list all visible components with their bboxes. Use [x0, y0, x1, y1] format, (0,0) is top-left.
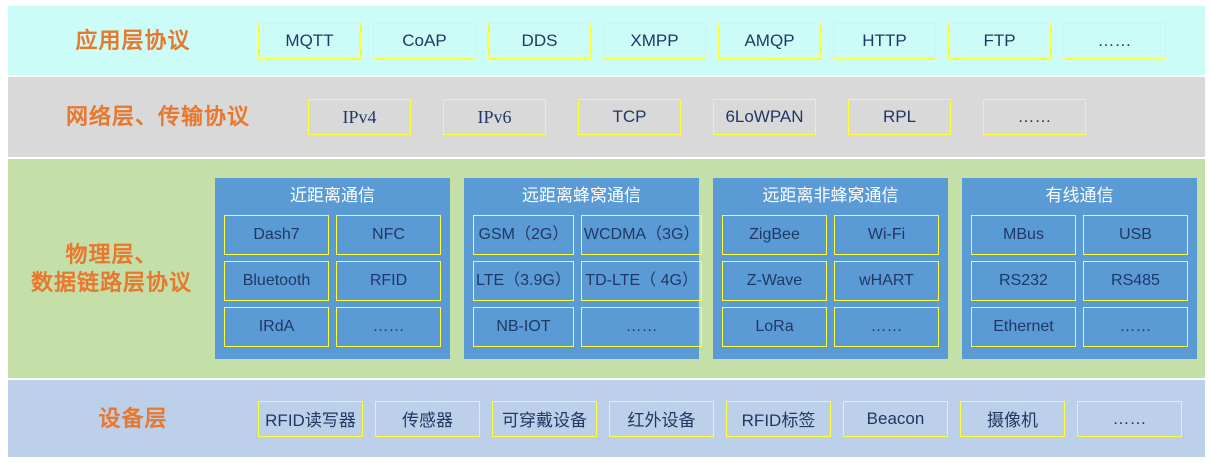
tech-chip-line1: Wi-Fi [867, 226, 906, 244]
group-title-long-range-cellular: 远距离蜂窝通信 [522, 186, 641, 205]
tech-chip-line1: Bluetooth [242, 272, 311, 290]
layer-label-device: 设备层 [98, 405, 168, 431]
tech-chip-more[interactable]: …… [336, 307, 441, 347]
tech-chip-lte[interactable]: LTE（3.9G） [473, 261, 574, 301]
tech-chip-whart[interactable]: wHART [834, 261, 939, 301]
tech-chip-bluetooth[interactable]: Bluetooth [224, 261, 329, 301]
tech-chip-line1: IRdA [258, 318, 295, 336]
device-chip-sensor[interactable]: 传感器 [375, 400, 480, 437]
device-list: RFID读写器 传感器 可穿戴设备 红外设备 RFID标签 Beacon 摄像机… [258, 400, 1205, 437]
layer-label-application: 应用层协议 [75, 27, 191, 53]
device-chip-rfid-reader[interactable]: RFID读写器 [258, 400, 363, 437]
tech-chip-line1: NB-IOT [496, 318, 551, 336]
layer-label-network-transport: 网络层、传输协议 [65, 104, 250, 130]
tech-chip-more[interactable]: …… [580, 307, 703, 347]
tech-chip-line1: MBus [1003, 226, 1044, 244]
tech-chip-line1: USB [1119, 226, 1152, 244]
tech-chip-gsm[interactable]: GSM（2G） [473, 215, 574, 255]
tech-chip-more[interactable]: …… [1083, 307, 1188, 347]
group-title-wired: 有线通信 [1045, 186, 1114, 205]
protocol-chip-coap[interactable]: CoAP [373, 22, 476, 59]
tech-chip-rs485[interactable]: RS485 [1083, 261, 1188, 301]
group-grid-long-range-cellular: GSM（2G） WCDMA（3G） LTE（3.9G） TD-LTE（ 4G） … [473, 215, 703, 347]
tech-chip-line1: GSM（2G） [478, 226, 569, 244]
device-chip-rfid-tag[interactable]: RFID标签 [726, 400, 831, 437]
tech-chip-usb[interactable]: USB [1083, 215, 1188, 255]
protocol-chip-amqp[interactable]: AMQP [718, 22, 821, 59]
protocol-chip-6lowpan[interactable]: 6LoWPAN [713, 99, 816, 135]
tech-chip-line1: Ethernet [993, 318, 1054, 336]
tech-chip-line1: …… [870, 318, 903, 336]
group-grid-wired: MBus USB RS232 RS485 Ethernet …… [971, 215, 1188, 347]
tech-chip-more[interactable]: …… [834, 307, 939, 347]
group-title-short-range: 近距离通信 [290, 186, 375, 205]
group-title-long-range-non-cellular: 远距离非蜂窝通信 [762, 186, 899, 205]
protocol-chip-more[interactable]: …… [1063, 22, 1166, 59]
tech-chip-ethernet[interactable]: Ethernet [971, 307, 1076, 347]
tech-chip-line1: NFC [372, 226, 405, 244]
tech-chip-line1: Dash7 [253, 226, 300, 244]
device-chip-more[interactable]: …… [1077, 400, 1182, 437]
tech-chip-nfc[interactable]: NFC [336, 215, 441, 255]
layer-application: 应用层协议 MQTT CoAP DDS XMPP AMQP HTTP FTP …… [8, 6, 1205, 75]
tech-chip-line1: RFID [369, 272, 408, 290]
physical-group-list: 近距离通信 Dash7 NFC Bluetooth RFID IRdA …… 远… [215, 178, 1205, 359]
tech-chip-line2: （3G） [646, 226, 700, 244]
layer-device: 设备层 RFID读写器 传感器 可穿戴设备 红外设备 RFID标签 Beacon… [8, 380, 1205, 457]
tech-chip-line1: RS232 [999, 272, 1048, 290]
tech-chip-mbus[interactable]: MBus [971, 215, 1076, 255]
tech-chip-line1: wHART [859, 272, 914, 290]
device-chip-wearable[interactable]: 可穿戴设备 [492, 400, 597, 437]
application-protocol-list: MQTT CoAP DDS XMPP AMQP HTTP FTP …… [258, 22, 1205, 59]
tech-chip-dash7[interactable]: Dash7 [224, 215, 329, 255]
group-long-range-cellular: 远距离蜂窝通信 GSM（2G） WCDMA（3G） LTE（3.9G） TD-L… [464, 178, 703, 359]
group-long-range-non-cellular: 远距离非蜂窝通信 ZigBee Wi-Fi Z-Wave wHART LoRa … [713, 178, 948, 359]
layer-network-transport: 网络层、传输协议 IPv4 IPv6 TCP 6LoWPAN RPL …… [8, 77, 1205, 157]
tech-chip-line1: …… [1119, 318, 1152, 336]
tech-chip-wifi[interactable]: Wi-Fi [834, 215, 939, 255]
tech-chip-line1: ZigBee [749, 226, 800, 244]
protocol-chip-mqtt[interactable]: MQTT [258, 22, 361, 59]
tech-chip-nb-iot[interactable]: NB-IOT [473, 307, 574, 347]
protocol-chip-http[interactable]: HTTP [833, 22, 936, 59]
protocol-chip-ipv6[interactable]: IPv6 [443, 99, 546, 135]
layer-physical-datalink: 物理层、 数据链路层协议 近距离通信 Dash7 NFC Bluetooth R… [8, 159, 1205, 378]
protocol-chip-ftp[interactable]: FTP [948, 22, 1051, 59]
group-grid-long-range-non-cellular: ZigBee Wi-Fi Z-Wave wHART LoRa …… [722, 215, 939, 347]
tech-chip-line1: LTE [476, 272, 505, 290]
tech-chip-line1: LoRa [755, 318, 794, 336]
device-chip-beacon[interactable]: Beacon [843, 400, 948, 437]
tech-chip-line1: RS485 [1111, 272, 1160, 290]
network-protocol-list: IPv4 IPv6 TCP 6LoWPAN RPL …… [308, 99, 1205, 135]
protocol-chip-rpl[interactable]: RPL [848, 99, 951, 135]
tech-chip-wcdma[interactable]: WCDMA（3G） [580, 215, 703, 255]
tech-chip-line2: （3.9G） [504, 272, 571, 290]
group-wired-communication: 有线通信 MBus USB RS232 RS485 Ethernet …… [962, 178, 1197, 359]
tech-chip-line1: TD-LTE [585, 272, 641, 290]
protocol-chip-ipv4[interactable]: IPv4 [308, 99, 411, 135]
tech-chip-irda[interactable]: IRdA [224, 307, 329, 347]
layer-label-physical-line2: 数据链路层协议 [30, 269, 192, 295]
tech-chip-lora[interactable]: LoRa [722, 307, 827, 347]
tech-chip-rfid[interactable]: RFID [336, 261, 441, 301]
protocol-chip-more[interactable]: …… [983, 99, 1086, 135]
tech-chip-rs232[interactable]: RS232 [971, 261, 1076, 301]
tech-chip-zigbee[interactable]: ZigBee [722, 215, 827, 255]
device-chip-camera[interactable]: 摄像机 [960, 400, 1065, 437]
layer-label-physical-datalink: 物理层、 数据链路层协议 [8, 241, 215, 296]
protocol-chip-tcp[interactable]: TCP [578, 99, 681, 135]
tech-chip-line1: …… [625, 318, 658, 336]
tech-chip-line1: Z-Wave [746, 272, 803, 290]
tech-chip-td-lte[interactable]: TD-LTE（ 4G） [580, 261, 703, 301]
tech-chip-line2: （ 4G） [640, 272, 698, 290]
group-grid-short-range: Dash7 NFC Bluetooth RFID IRdA …… [224, 215, 441, 347]
protocol-chip-dds[interactable]: DDS [488, 22, 591, 59]
tech-chip-z-wave[interactable]: Z-Wave [722, 261, 827, 301]
protocol-chip-xmpp[interactable]: XMPP [603, 22, 706, 59]
device-chip-infrared[interactable]: 红外设备 [609, 400, 714, 437]
tech-chip-line1: …… [372, 318, 405, 336]
tech-chip-line1: WCDMA [583, 226, 647, 244]
layer-label-physical-line1: 物理层、 [65, 242, 158, 267]
group-short-range-communication: 近距离通信 Dash7 NFC Bluetooth RFID IRdA …… [215, 178, 450, 359]
